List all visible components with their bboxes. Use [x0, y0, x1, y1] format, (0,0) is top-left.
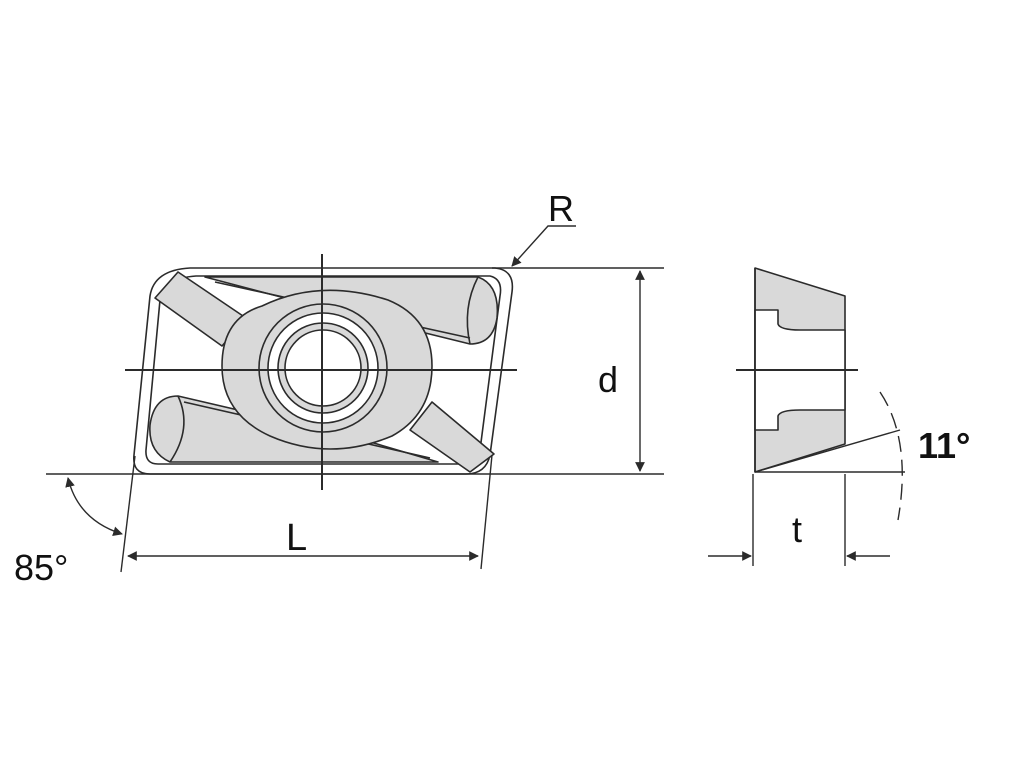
corner-angle-arc — [65, 477, 123, 536]
upper-left-facet — [154, 271, 247, 347]
top-view-center-lines — [125, 254, 517, 490]
corner-angle-label: 85° — [14, 547, 68, 588]
clearance-angle-label: 11° — [918, 425, 970, 466]
thickness-label: t — [792, 509, 802, 550]
length-label: L — [286, 517, 307, 559]
radius-label: R — [548, 188, 574, 229]
width-label: d — [598, 359, 618, 400]
side-view-lines — [736, 369, 905, 566]
extension-lines — [46, 225, 664, 573]
lower-right-facet — [409, 401, 495, 473]
